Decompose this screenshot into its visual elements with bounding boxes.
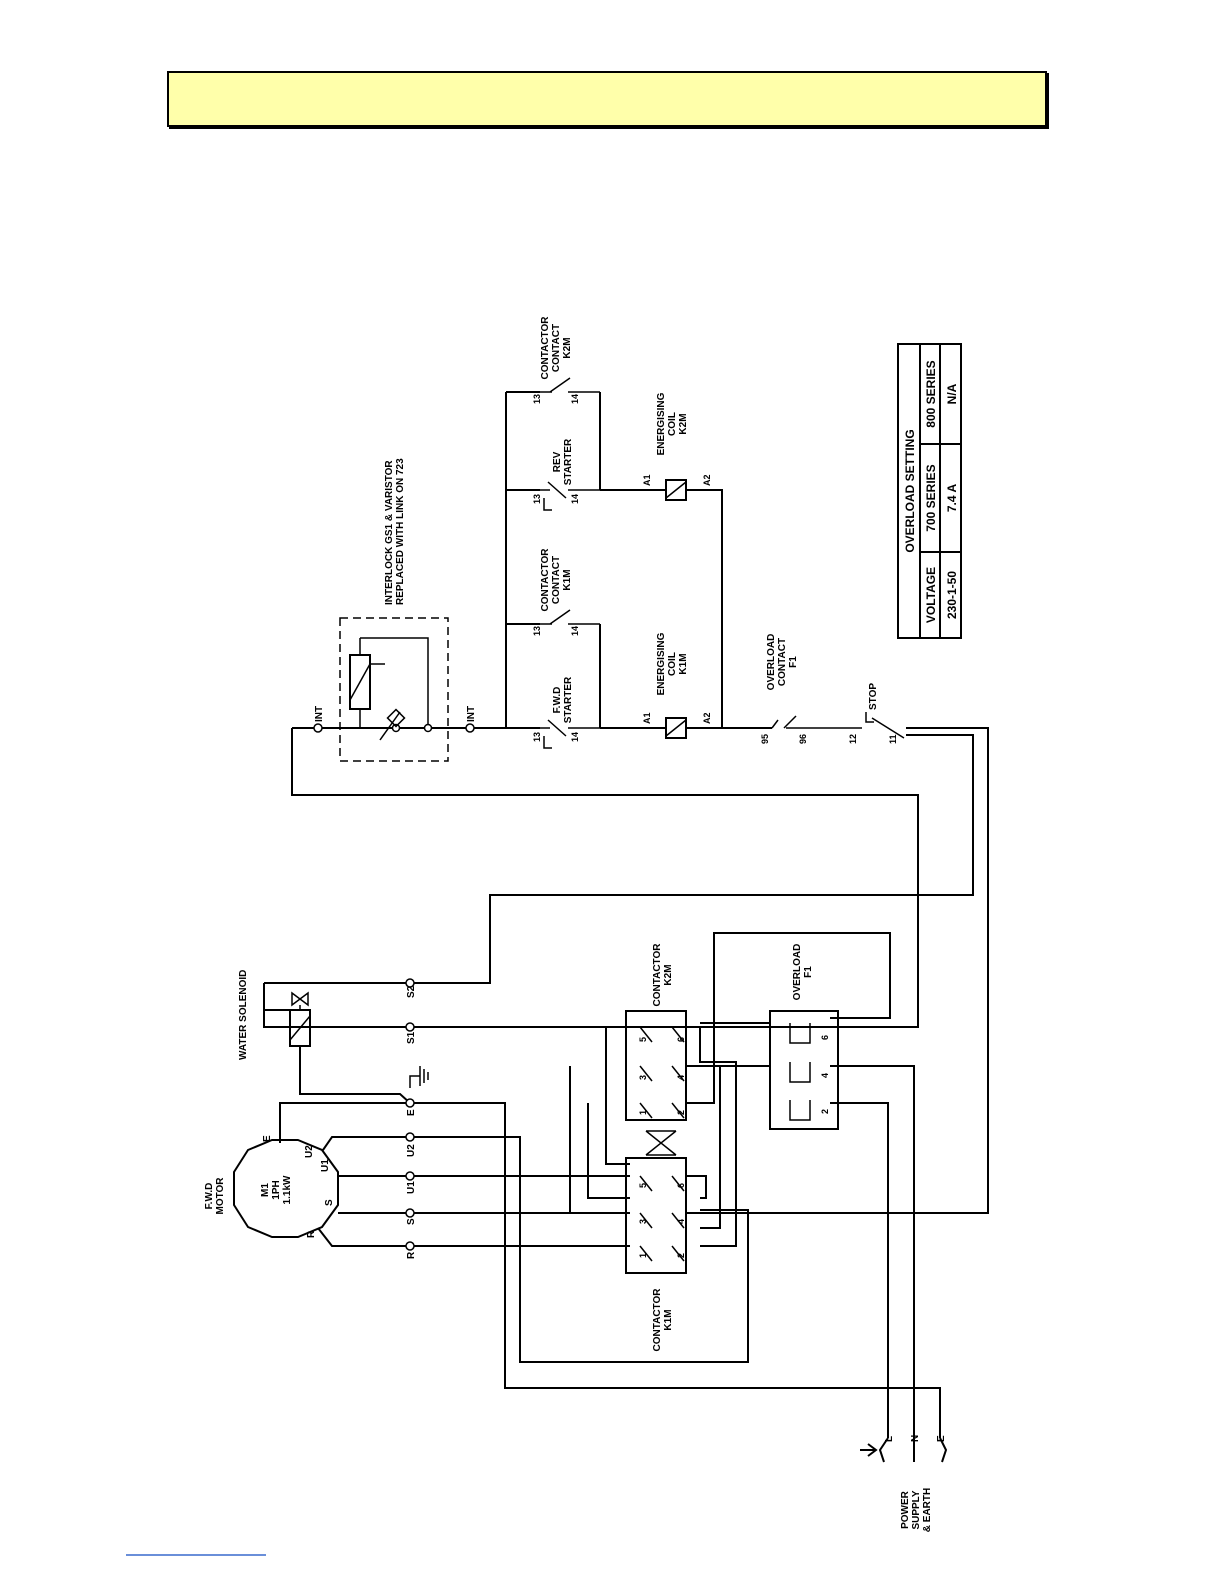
footer-link-line (126, 1554, 266, 1556)
strip-label-r: R (406, 1251, 417, 1259)
overload-contact-label: OVERLOADCONTACTF1 (766, 634, 799, 691)
supply-arrow (860, 1443, 878, 1457)
earth-icon (409, 1066, 429, 1088)
strip-label-s1: S1 (406, 1031, 417, 1044)
overload-setting-table (897, 343, 962, 639)
table-cell-voltage: 230-1-50 (945, 571, 959, 619)
motor-terminal-s: S (324, 1199, 335, 1206)
contact-k2m-label: CONTACTORCONTACTK2M (540, 316, 573, 380)
strip-label-s: S (406, 1218, 417, 1225)
strip-label-e: E (406, 1109, 417, 1116)
rev-starter-button (540, 481, 600, 511)
fwd-14: 14 (570, 732, 580, 742)
interlock-switch (379, 708, 433, 741)
overload-pole-2: 2 (820, 1109, 830, 1114)
k1m-pole-1: 1 (638, 1253, 648, 1258)
contactor-k1m-switches (639, 1175, 685, 1262)
title-banner (167, 71, 1047, 127)
contactor-k1m-label: CONTACTORK1M (652, 1288, 674, 1352)
motor-label: F.W.DMOTOR (204, 1177, 226, 1215)
overload-f1-label: OVERLOADF1 (792, 944, 814, 1001)
motor-symbol (233, 1139, 339, 1238)
contact-k2m (540, 377, 600, 393)
rev-14: 14 (570, 494, 580, 504)
varistor-icon (349, 637, 429, 728)
table-header-voltage: VOLTAGE (924, 567, 938, 623)
table-header-700: 700 SERIES (924, 464, 938, 531)
k1m-14: 14 (570, 626, 580, 636)
contactor-k2m-switches (639, 1026, 685, 1119)
mechanical-interlock (645, 1130, 677, 1156)
ol-96: 96 (798, 734, 808, 744)
power-supply-label: POWERSUPPLY& EARTH (900, 1488, 933, 1532)
overload-contact (771, 715, 850, 729)
interlock-label: INTERLOCK GS1 & VARISTORREPLACED WITH LI… (384, 458, 406, 605)
k2m-13: 13 (532, 394, 542, 404)
interlock-box (339, 617, 449, 762)
k2m-pole-2: 2 (676, 1110, 686, 1115)
strip-label-s2: S2 (406, 985, 417, 998)
supply-e: E (936, 1435, 947, 1442)
fwd-starter-label: F.W.DSTARTER (552, 676, 574, 723)
k2m-pole-6: 6 (676, 1037, 686, 1042)
table-cell-800: N/A (945, 383, 959, 404)
contact-k1m-label: CONTACTORCONTACTK1M (540, 548, 573, 612)
motor-terminal-r: R (306, 1230, 317, 1238)
strip-label-u2: U2 (406, 1144, 417, 1157)
motor-spec: M11PH1.1kW (260, 1175, 293, 1204)
stop-label: STOP (868, 683, 879, 710)
water-solenoid-label: WATER SOLENOID (238, 970, 249, 1060)
strip-label-u1: U1 (406, 1181, 417, 1194)
k2m-pole-5: 5 (638, 1037, 648, 1042)
supply-bracket (878, 1437, 948, 1463)
table-header-800: 800 SERIES (924, 360, 938, 427)
k1m-pole-5: 5 (638, 1183, 648, 1188)
k1m-pole-6: 6 (676, 1183, 686, 1188)
int-label-left: INT (314, 706, 325, 722)
k1m-a1: A1 (642, 712, 652, 724)
k2m-pole-1: 1 (638, 1110, 648, 1115)
fwd-13: 13 (532, 732, 542, 742)
table-cell-700: 7.4 A (945, 484, 959, 513)
k1m-pole-4: 4 (676, 1219, 686, 1224)
rev-starter-label: REVSTARTER (552, 438, 574, 485)
k1m-13: 13 (532, 626, 542, 636)
k2m-a2: A2 (702, 474, 712, 486)
motor-terminal-u1: U1 (320, 1159, 331, 1172)
fwd-starter-button (540, 719, 600, 749)
k2m-a1: A1 (642, 474, 652, 486)
k1m-pole-2: 2 (676, 1253, 686, 1258)
supply-n: N (910, 1435, 921, 1442)
stop-11: 11 (888, 734, 898, 744)
supply-l: L (884, 1436, 895, 1442)
k2m-pole-4: 4 (676, 1075, 686, 1080)
coil-k1m-label: ENERGISINGCOILK1M (656, 632, 689, 695)
overload-pole-6: 6 (820, 1035, 830, 1040)
overload-elements (789, 1023, 811, 1121)
motor-terminal-e: E (262, 1135, 273, 1142)
k2m-14: 14 (570, 394, 580, 404)
stop-12: 12 (848, 734, 858, 744)
k1m-pole-3: 3 (638, 1219, 648, 1224)
stop-button (850, 712, 905, 739)
table-title: OVERLOAD SETTING (903, 429, 917, 552)
coil-k2m-label: ENERGISINGCOILK2M (656, 392, 689, 455)
rev-13: 13 (532, 494, 542, 504)
valve-icon (291, 991, 309, 1007)
int-label-right: INT (466, 706, 477, 722)
contactor-k1m-box (625, 1157, 687, 1274)
overload-f1-box (769, 1010, 839, 1130)
contact-k1m (540, 609, 600, 625)
ol-95: 95 (760, 734, 770, 744)
contactor-k2m-label: CONTACTORK2M (652, 943, 674, 1007)
overload-pole-4: 4 (820, 1073, 830, 1078)
k2m-pole-3: 3 (638, 1075, 648, 1080)
k1m-a2: A2 (702, 712, 712, 724)
contactor-k2m-box (625, 1010, 687, 1121)
motor-terminal-u2: U2 (304, 1145, 315, 1158)
